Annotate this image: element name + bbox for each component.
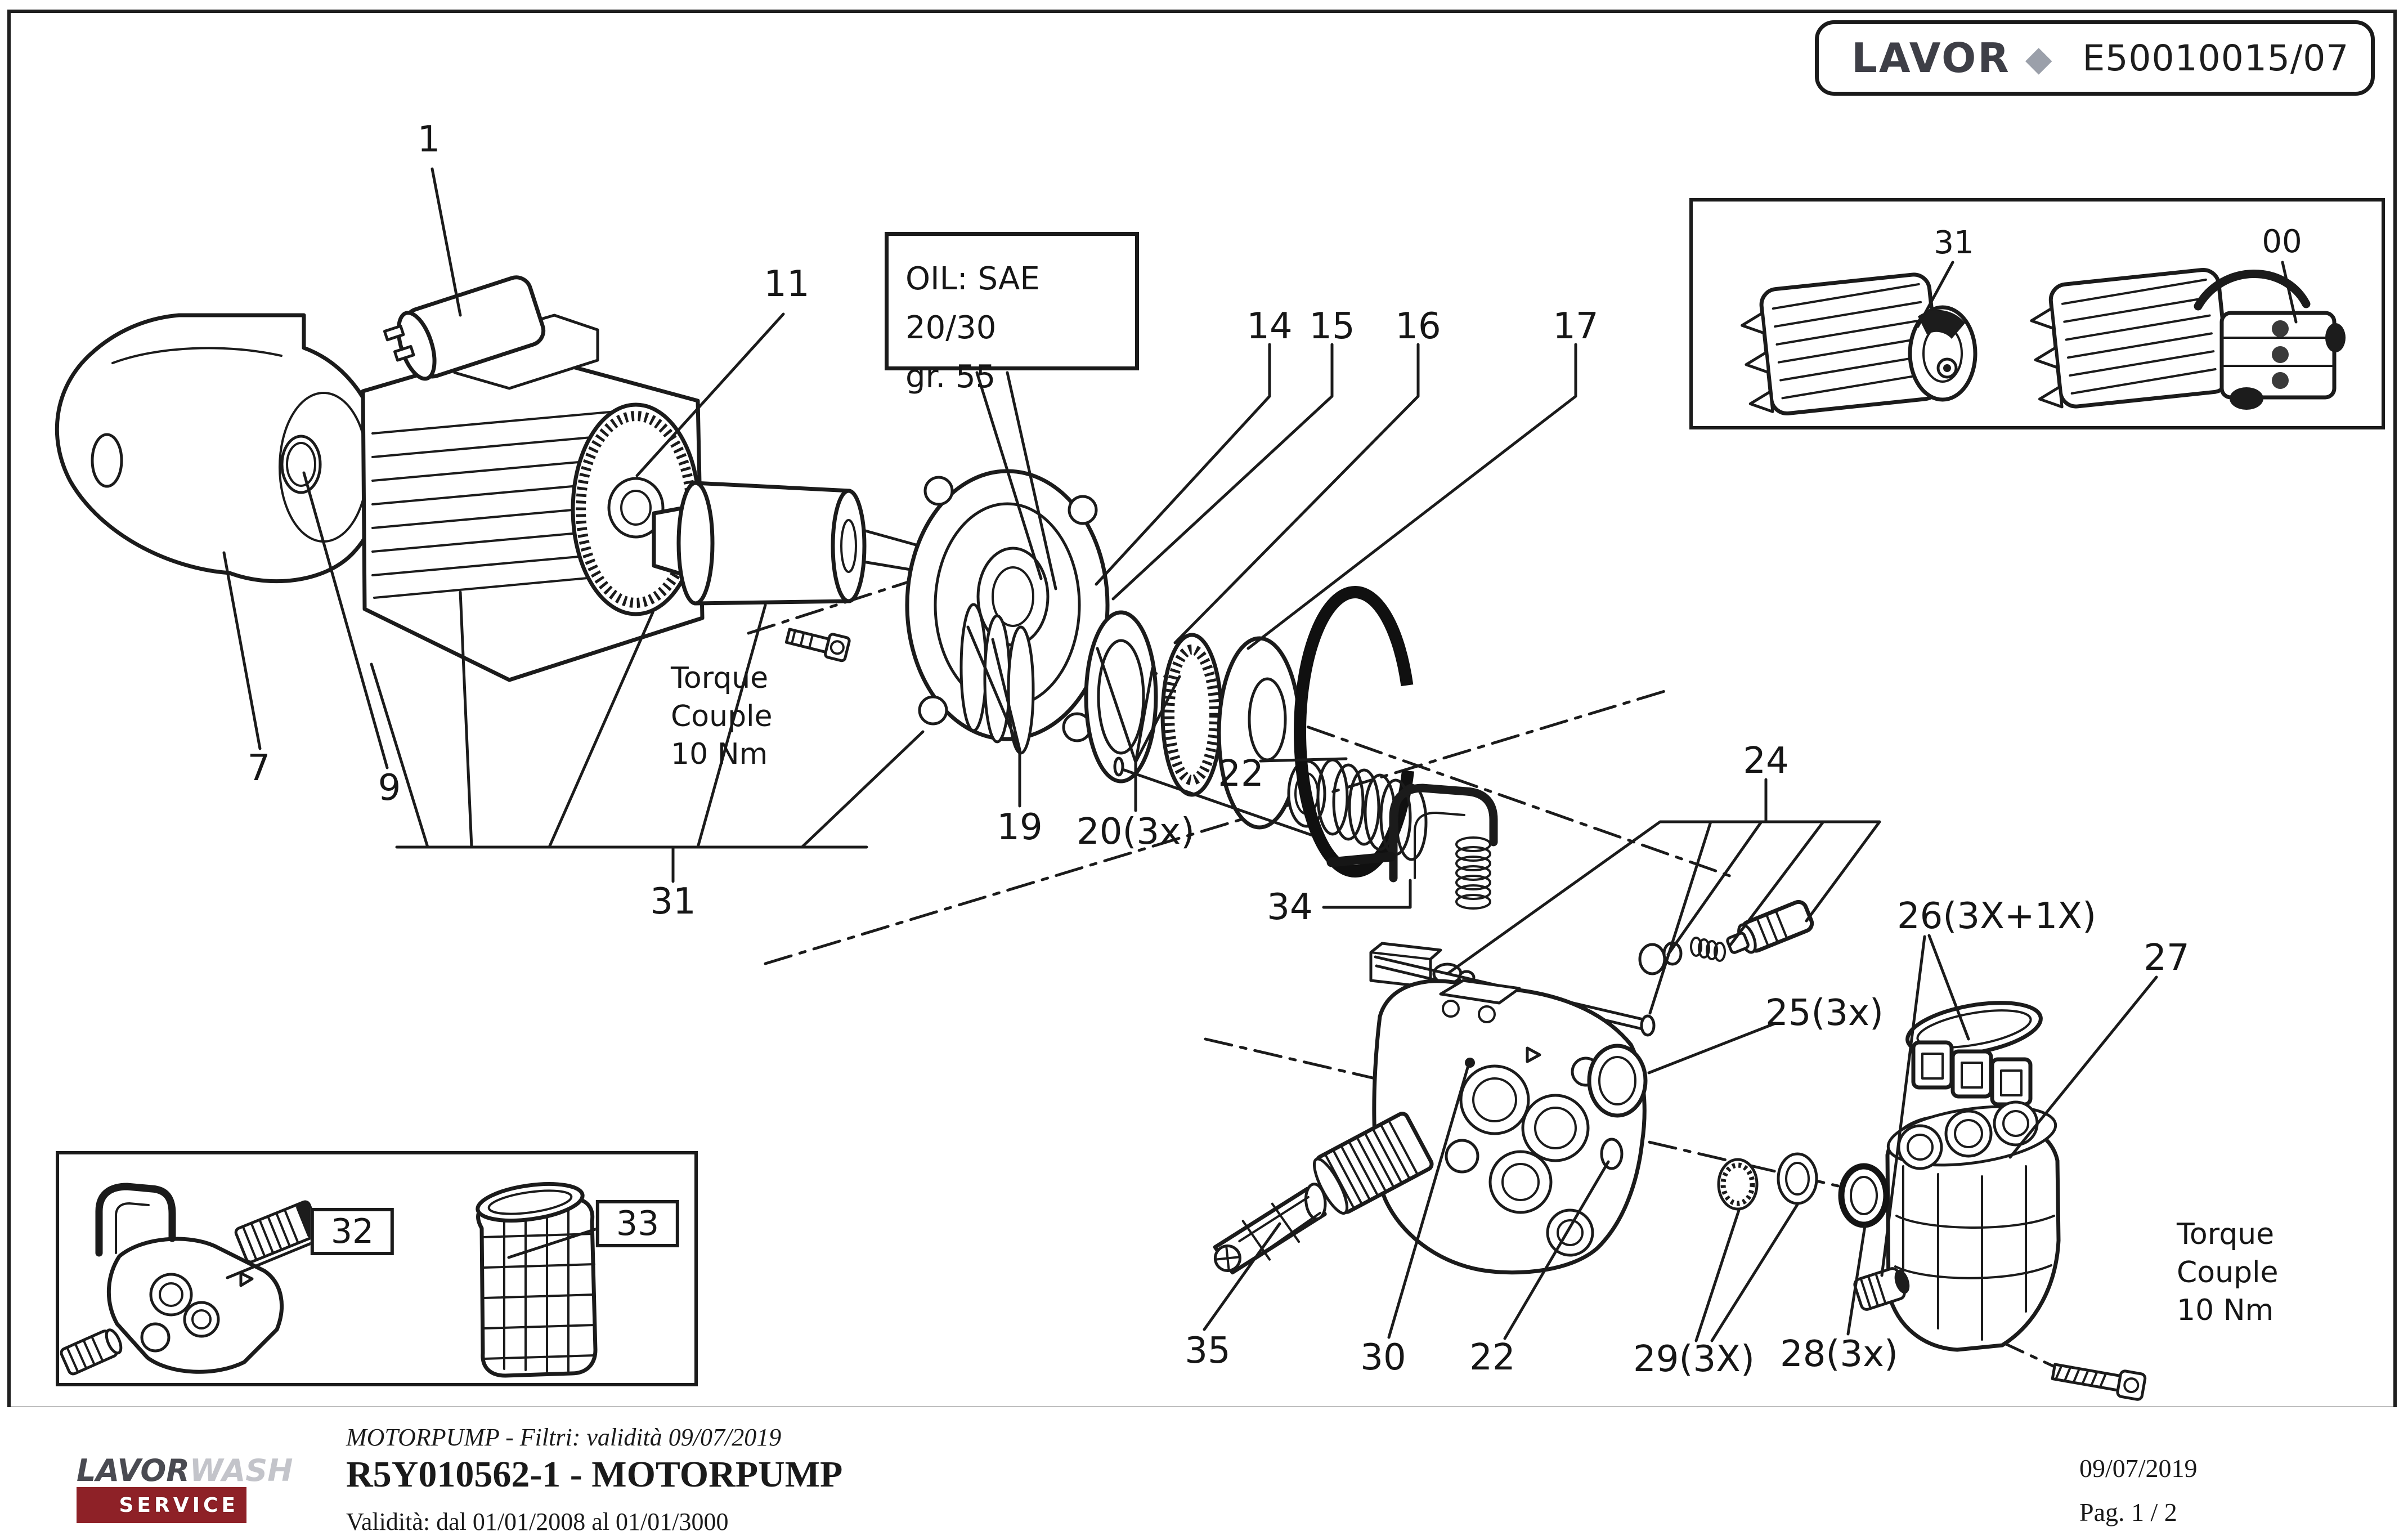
part-callout-30: 30 — [1360, 1337, 1406, 1378]
header-box: LAVOR ◆ E50010015/07 — [1815, 20, 2375, 96]
inset-box-pump-variants — [56, 1151, 698, 1386]
lavor-brand-logo: LAVOR — [1851, 34, 2011, 82]
document-title: R5Y010562-1 - MOTORPUMP — [346, 1454, 843, 1495]
part-callout-17: 17 — [1553, 306, 1599, 347]
logo-lavor: LAVOR — [77, 1453, 190, 1488]
shaft-seal-ring — [280, 435, 322, 494]
torque-left-line3: 10 Nm — [671, 737, 768, 772]
document-validity: Validità: dal 01/01/2008 al 01/01/3000 — [346, 1508, 729, 1535]
part-callout-33: 33 — [595, 1200, 680, 1247]
oil-seal-ring — [1587, 1044, 1648, 1118]
torque-bolt — [2051, 1363, 2147, 1401]
footer-page-number: Pag. 1 / 2 — [2079, 1498, 2177, 1526]
part-callout-00: 00 — [2262, 223, 2302, 260]
part-callout-19: 19 — [997, 807, 1043, 848]
leader-lines — [222, 167, 2298, 1342]
logo-service-band: SERVICE — [77, 1487, 246, 1523]
part-callout-31: 31 — [650, 881, 696, 923]
part-callout-1: 1 — [417, 119, 441, 160]
part-callout-32: 32 — [310, 1208, 394, 1255]
oil-spec-note: OIL: SAE 20/30 gr. 55 — [885, 232, 1139, 395]
front-flange-bracket — [905, 469, 1110, 742]
valve-fittings-row — [1638, 899, 1814, 975]
lavorwash-service-logo: LAVORWASH SERVICE — [77, 1453, 293, 1523]
part-callout-26(3X+1X): 26(3X+1X) — [1896, 896, 2097, 937]
part-callout-22: 22 — [1469, 1337, 1515, 1378]
retaining-c-ring — [1294, 586, 1416, 878]
part-callout-35: 35 — [1185, 1330, 1231, 1372]
cone-filter — [1213, 1183, 1327, 1275]
inset-motorpump-00 — [2030, 267, 2346, 410]
logo-wordmark: LAVORWASH — [77, 1453, 293, 1488]
part-callout-24: 24 — [1743, 740, 1789, 782]
part-callout-14: 14 — [1246, 306, 1293, 347]
logo-service-text: SERVICE — [119, 1493, 239, 1517]
inset-box-motor-variants — [1689, 198, 2385, 429]
motor-end-cover — [55, 313, 385, 584]
threaded-inlet-fitting — [1313, 1112, 1434, 1215]
hex-plug — [1853, 1267, 1910, 1311]
diamond-logo-icon: ◆ — [2025, 37, 2052, 79]
footer: LAVORWASH SERVICE MOTORPUMP - Filtri: va… — [0, 1407, 2408, 1540]
torque-note-left: Torque Couple 10 Nm — [671, 660, 773, 774]
part-callout-9: 9 — [378, 767, 401, 809]
flange-screw — [784, 628, 851, 662]
torque-left-line2: Couple — [671, 699, 773, 733]
torque-note-right: Torque Couple 10 Nm — [2177, 1216, 2279, 1330]
handle-bracket-part — [1326, 784, 1498, 910]
part-callout-16: 16 — [1395, 306, 1441, 347]
torque-left-line1: Torque — [671, 661, 769, 695]
part-callout-11: 11 — [764, 263, 810, 305]
part-callout-34: 34 — [1267, 887, 1313, 928]
o-ring-small — [1600, 1138, 1624, 1170]
part-callout-27: 27 — [2144, 937, 2190, 979]
stator-with-windings — [361, 314, 705, 682]
document-subtitle: MOTORPUMP - Filtri: validità 09/07/2019 — [346, 1423, 782, 1451]
valve-caps-part — [1905, 1001, 2043, 1107]
part-callout-31: 31 — [1934, 225, 1974, 261]
shaft-washers — [1717, 1152, 1890, 1228]
part-callout-22: 22 — [1218, 753, 1264, 795]
torque-right-line3: 10 Nm — [2177, 1293, 2274, 1328]
part-callout-20(3x): 20(3x) — [1077, 811, 1195, 853]
part-callout-28(3x): 28(3x) — [1780, 1333, 1898, 1375]
torque-right-line1: Torque — [2177, 1217, 2275, 1251]
inset-valve-33 — [476, 1182, 598, 1378]
rotor-shaft — [652, 481, 933, 606]
part-callout-29(3X): 29(3X) — [1633, 1338, 1755, 1380]
capacitor — [383, 275, 546, 381]
handle-spring — [1455, 836, 1491, 910]
oil-spec-line2: gr. 55 — [905, 358, 996, 395]
logo-wash: WASH — [189, 1453, 293, 1488]
oil-spec-line1: OIL: SAE 20/30 — [905, 261, 1040, 346]
document-code: E50010015/07 — [2082, 37, 2349, 79]
part-callout-7: 7 — [247, 747, 271, 789]
footer-date: 09/07/2019 — [2079, 1454, 2198, 1483]
part-callout-15: 15 — [1309, 306, 1355, 347]
pump-manifold-block — [1372, 979, 1647, 1275]
pump-head-part — [1885, 1100, 2061, 1352]
part-callout-25(3x): 25(3x) — [1765, 992, 1884, 1034]
torque-right-line2: Couple — [2177, 1255, 2279, 1290]
